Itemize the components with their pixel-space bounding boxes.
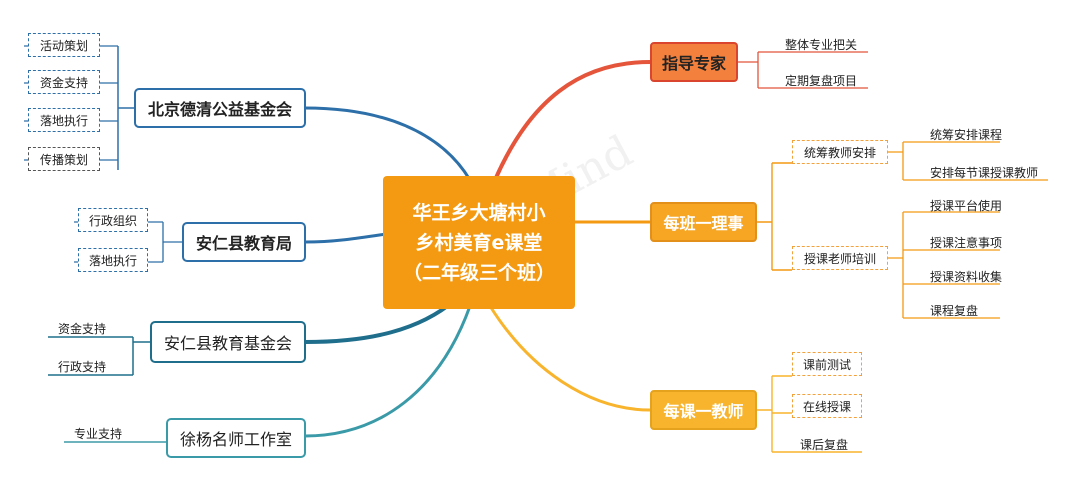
topic-class-director[interactable]: 每班一理事: [650, 202, 757, 242]
subtopic-communication-planning[interactable]: 传播策划: [28, 147, 100, 171]
topic-lesson-teacher[interactable]: 每课一教师: [650, 390, 757, 430]
leaf-material-collection[interactable]: 授课资料收集: [930, 270, 1003, 284]
subtopic-administrative-organization[interactable]: 行政组织: [78, 208, 148, 232]
subtopic-teacher-training[interactable]: 授课老师培训: [792, 246, 888, 270]
leaf-platform-usage[interactable]: 授课平台使用: [930, 199, 1003, 213]
subtopic-post-class-review[interactable]: 课后复盘: [800, 438, 849, 452]
subtopic-professional-support[interactable]: 专业支持: [74, 427, 123, 441]
subtopic-administrative-support[interactable]: 行政支持: [58, 360, 107, 374]
center-topic[interactable]: 华王乡大塘村小 乡村美育e课堂 （二年级三个班）: [383, 176, 575, 309]
subtopic-implementation[interactable]: 落地执行: [28, 108, 100, 132]
subtopic-funding-support[interactable]: 资金支持: [28, 70, 100, 94]
subtopic-bureau-implementation[interactable]: 落地执行: [78, 248, 148, 272]
leaf-teaching-notes[interactable]: 授课注意事项: [930, 236, 1003, 250]
topic-teacher-studio[interactable]: 徐杨名师工作室: [166, 418, 306, 458]
topic-education-bureau[interactable]: 安仁县教育局: [182, 222, 306, 262]
topic-guidance-expert[interactable]: 指导专家: [650, 42, 738, 82]
subtopic-activity-planning[interactable]: 活动策划: [28, 33, 100, 57]
leaf-course-arrangement[interactable]: 统筹安排课程: [930, 128, 1003, 142]
leaf-assign-teachers[interactable]: 安排每节课授课教师: [930, 166, 1039, 180]
subtopic-overall-quality-check[interactable]: 整体专业把关: [785, 38, 858, 52]
leaf-course-review[interactable]: 课程复盘: [930, 304, 979, 318]
topic-education-fund[interactable]: 安仁县教育基金会: [150, 321, 306, 363]
center-line-1: 华王乡大塘村小: [412, 201, 546, 224]
subtopic-pre-class-test[interactable]: 课前测试: [792, 352, 862, 376]
topic-beijing-foundation[interactable]: 北京德清公益基金会: [134, 88, 306, 128]
subtopic-online-teaching[interactable]: 在线授课: [792, 394, 862, 418]
subtopic-periodic-review[interactable]: 定期复盘项目: [785, 74, 858, 88]
subtopic-teacher-arrangement[interactable]: 统筹教师安排: [792, 140, 888, 164]
center-line-2: 乡村美育e课堂: [415, 231, 543, 254]
subtopic-fund-funding-support[interactable]: 资金支持: [58, 322, 107, 336]
center-line-3: （二年级三个班）: [402, 261, 555, 284]
